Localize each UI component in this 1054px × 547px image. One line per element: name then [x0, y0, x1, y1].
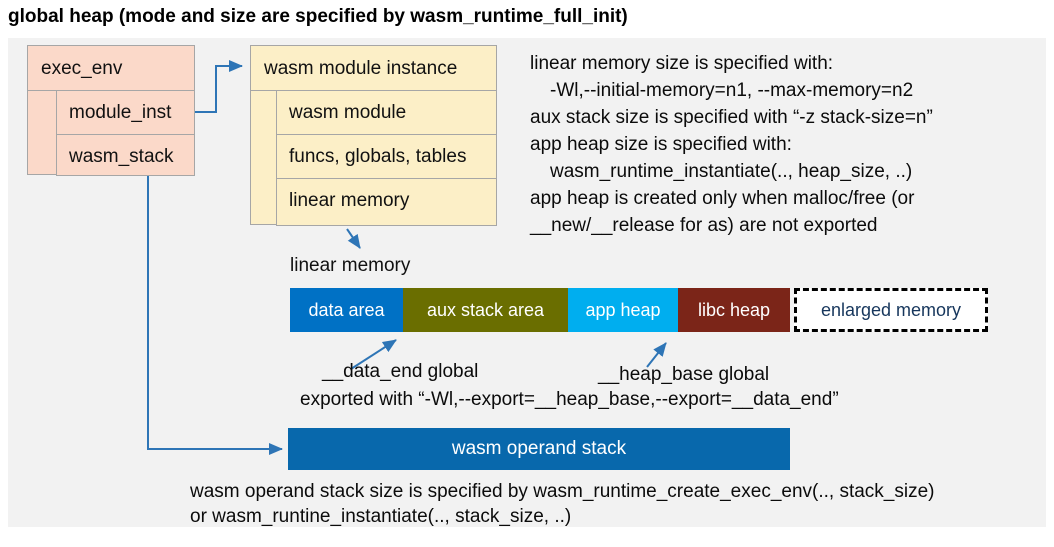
exec-env-header: exec_env — [28, 46, 194, 91]
data-end-global-label: __data_end global — [322, 361, 479, 382]
segment-aux-stack-area: aux stack area — [403, 288, 568, 332]
note-line: app heap size is specified with: — [530, 134, 792, 155]
segment-enlarged-memory: enlarged memory — [794, 288, 988, 332]
note-line: -Wl,--initial-memory=n1, --max-memory=n2 — [550, 80, 914, 101]
exec-env-row-module-inst: module_inst — [56, 90, 195, 135]
note-line: wasm_runtime_instantiate(.., heap_size, … — [550, 161, 913, 182]
footer-line: wasm operand stack size is specified by … — [190, 481, 935, 502]
exec-env-row-wasm-stack: wasm_stack — [56, 134, 195, 176]
segment-app-heap: app heap — [568, 288, 678, 332]
note-line: app heap is created only when malloc/fre… — [530, 188, 915, 209]
module-instance-header: wasm module instance — [251, 46, 496, 91]
heap-base-global-label: __heap_base global — [598, 364, 770, 385]
note-line: __new/__release for as) are not exported — [530, 215, 878, 236]
export-flags-label: exported with “-Wl,--export=__heap_base,… — [300, 389, 839, 410]
module-instance-row-linear-memory: linear memory — [276, 178, 497, 226]
memory-size-notes: linear memory size is specified with: -W… — [530, 50, 933, 239]
page-title: global heap (mode and size are specified… — [8, 6, 628, 27]
module-instance-row-funcs-globals-tables: funcs, globals, tables — [276, 134, 497, 179]
module-instance-row-wasm-module: wasm module — [276, 90, 497, 135]
wasm-operand-stack-bar: wasm operand stack — [288, 428, 790, 470]
footer-line: or wasm_runtine_instantiate(.., stack_si… — [190, 506, 572, 527]
linear-memory-bar: data area aux stack area app heap libc h… — [290, 288, 988, 332]
exec-env-box: exec_env module_inst wasm_stack — [27, 45, 195, 176]
operand-stack-notes: wasm operand stack size is specified by … — [190, 479, 935, 529]
note-line: linear memory size is specified with: — [530, 53, 834, 74]
linear-memory-label: linear memory — [290, 255, 411, 276]
note-line: aux stack size is specified with “-z sta… — [530, 107, 933, 128]
wasm-module-instance-box: wasm module instance wasm module funcs, … — [250, 45, 497, 226]
segment-libc-heap: libc heap — [678, 288, 790, 332]
segment-data-area: data area — [290, 288, 403, 332]
